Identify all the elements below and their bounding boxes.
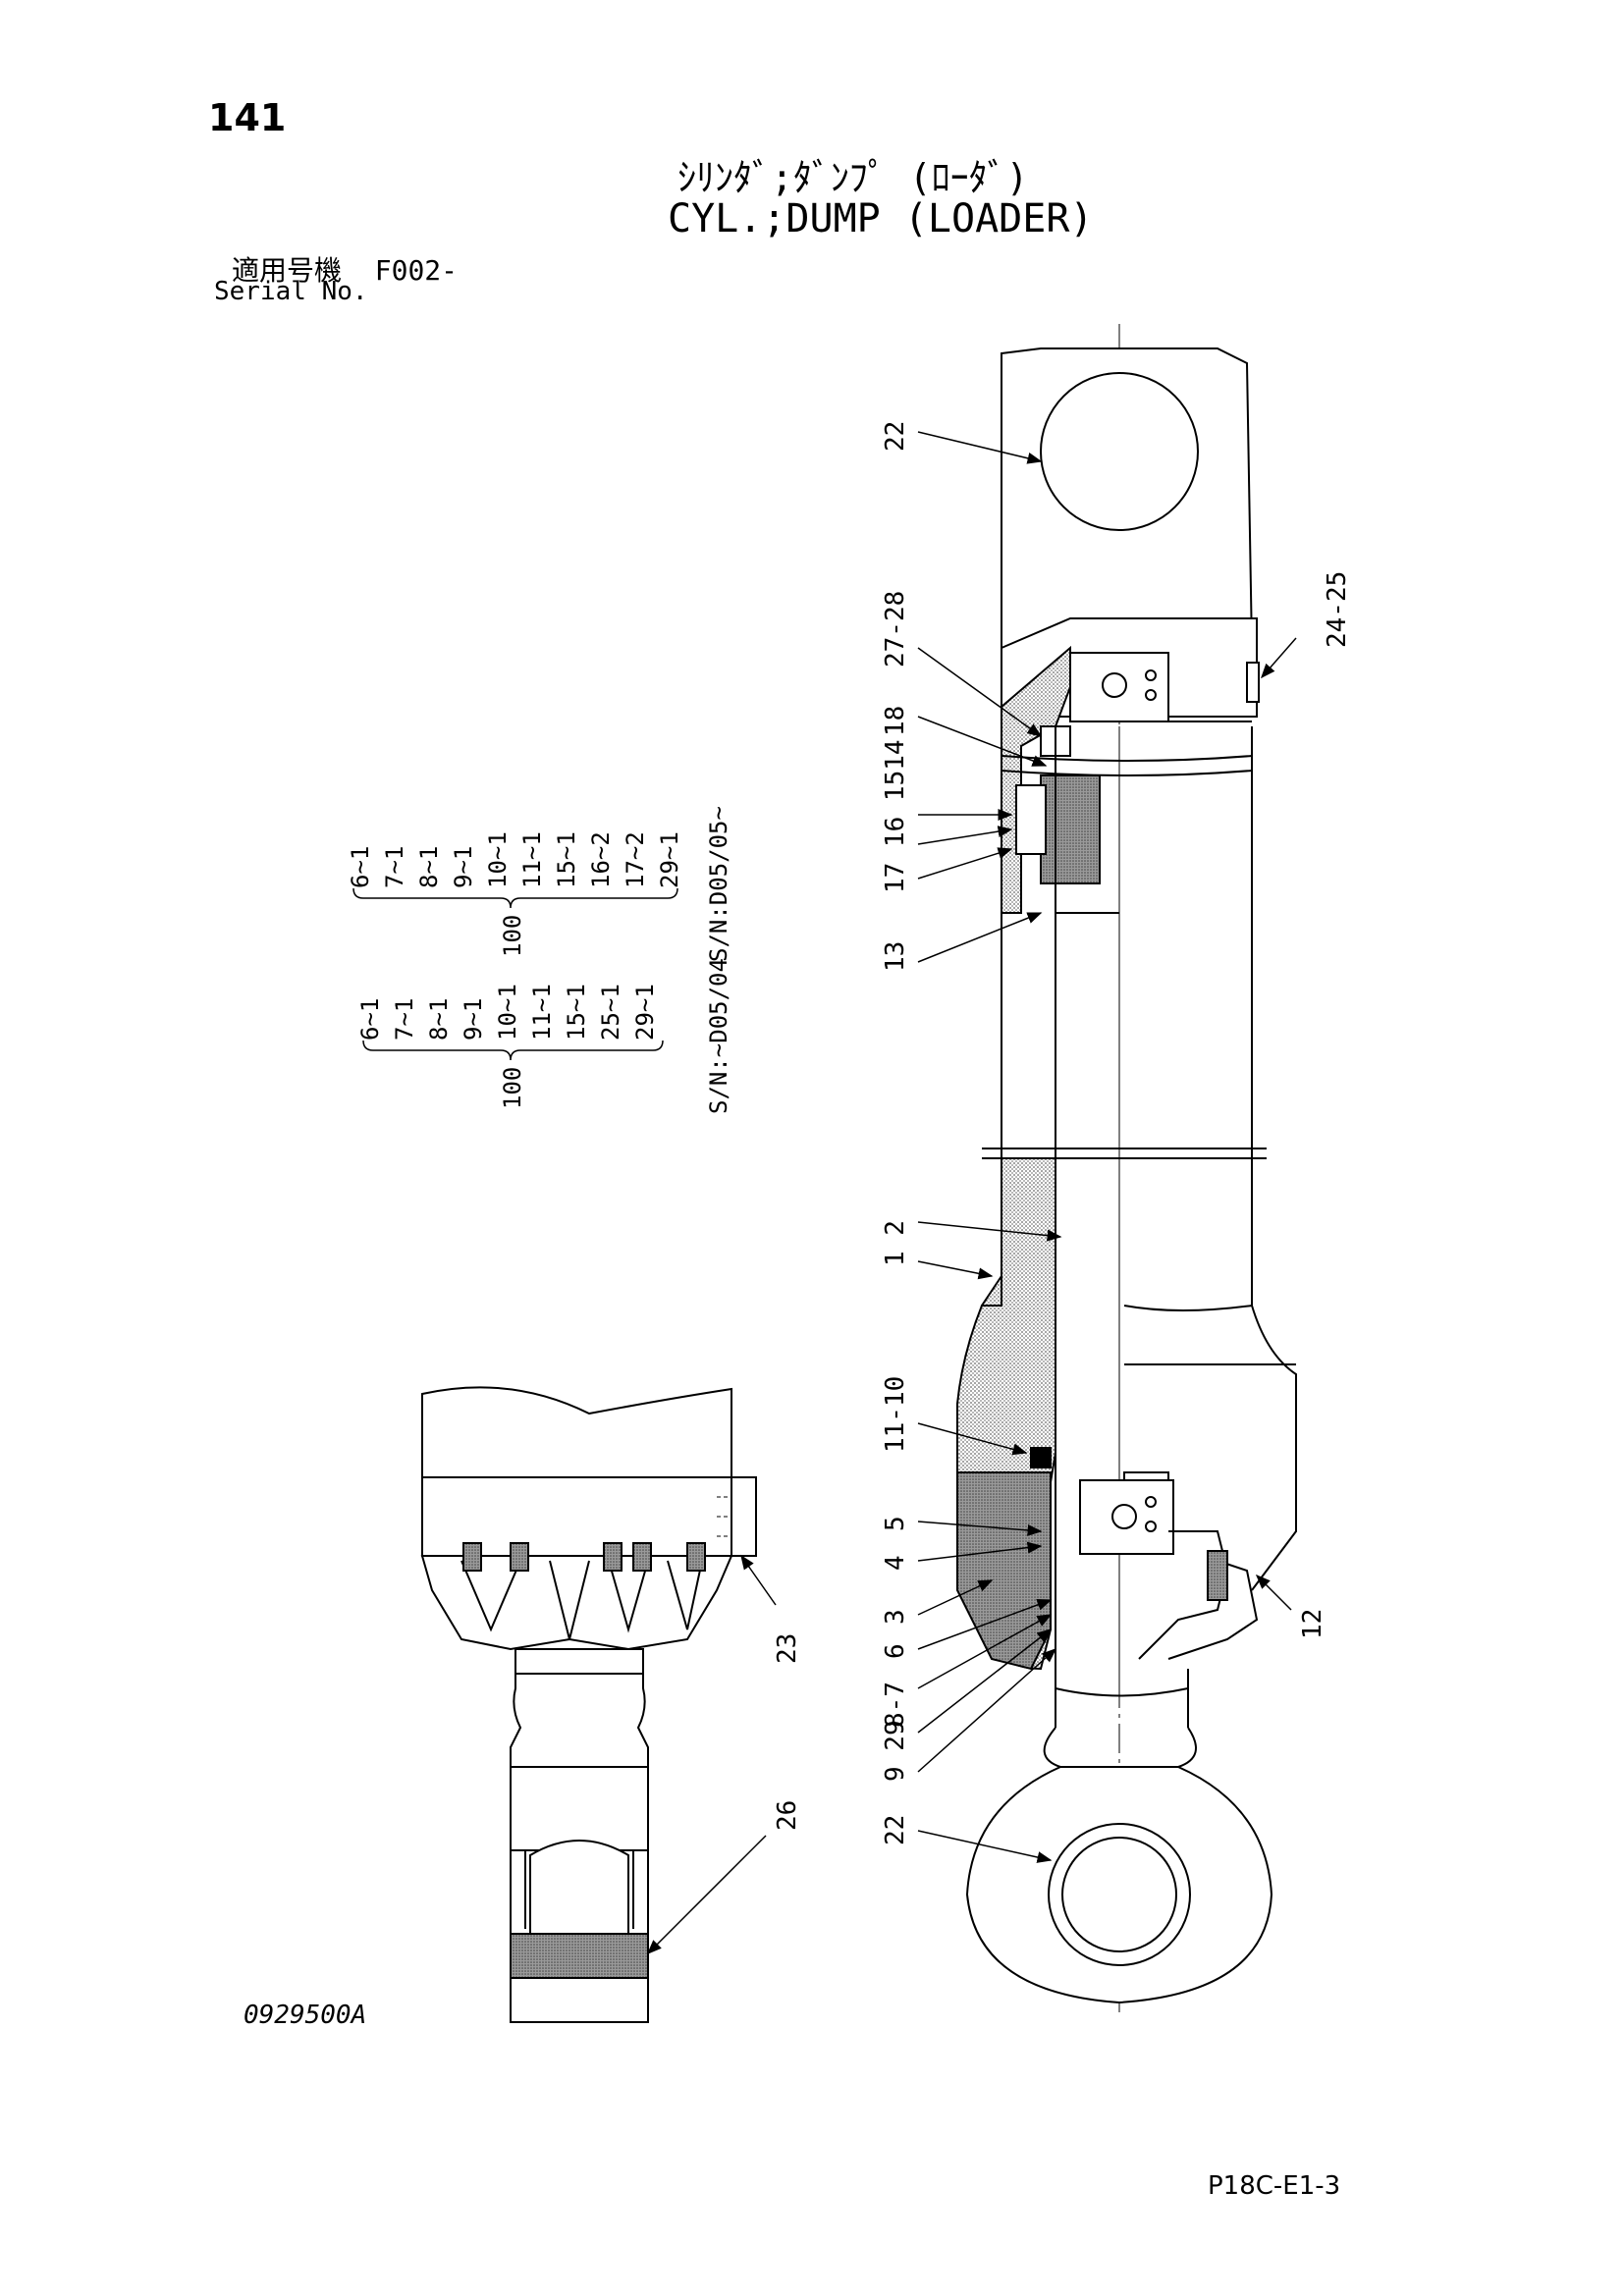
kit-item: 16~2 (587, 831, 615, 888)
callout-22-top: 22 (881, 421, 910, 452)
detail-view (420, 1386, 757, 2023)
kit-serial-range: S/N:~D05/04 (705, 958, 732, 1114)
kit-item: 7~1 (391, 998, 418, 1041)
callout-24-25: 24-25 (1323, 571, 1352, 648)
kit-list-new: 6~1 7~1 8~1 9~1 10~1 11~1 15~1 16~2 17~2… (347, 806, 732, 962)
kit-number: 100 (499, 915, 526, 957)
callout-5: 5 (881, 1516, 910, 1531)
kit-list-old: 6~1 7~1 8~1 9~1 10~1 11~1 15~1 25~1 29~1… (356, 958, 732, 1114)
kit-item: 15~1 (553, 831, 580, 888)
kit-item: 8~1 (415, 846, 443, 888)
serial-label-english: Serial No. (214, 277, 368, 306)
kit-number: 100 (499, 1067, 526, 1109)
callout-3: 3 (881, 1609, 910, 1625)
callout-23: 23 (773, 1633, 802, 1664)
kit-item: 7~1 (381, 846, 408, 888)
callout-12: 12 (1298, 1609, 1327, 1639)
kit-item: 9~1 (450, 846, 477, 888)
kit-item: 9~1 (460, 998, 487, 1041)
kit-item: 10~1 (494, 984, 521, 1041)
callout-27-28: 27-28 (881, 591, 910, 667)
callout-26: 26 (773, 1800, 802, 1831)
kit-item: 17~2 (622, 831, 649, 888)
kit-item: 11~1 (528, 984, 556, 1041)
serial-value: F002- (374, 254, 459, 287)
callout-labels: 22 24-25 27-28 18 17 16 1514 13 1 2 11-1… (773, 421, 1352, 1845)
kit-item: 29~1 (631, 984, 659, 1041)
callout-1-2: 1 2 (881, 1220, 910, 1266)
page-number: 141 (208, 96, 287, 139)
callout-11-10: 11-10 (881, 1376, 910, 1453)
serial-label-japanese: 適用号機 F002- (232, 249, 458, 289)
callout-22-bottom: 22 (881, 1815, 910, 1845)
kit-item: 8~1 (425, 998, 453, 1041)
callout-4: 4 (881, 1555, 910, 1571)
page-code: P18C-E1-3 (1208, 2171, 1341, 2201)
kit-item: 6~1 (347, 846, 374, 888)
callout-6: 6 (881, 1643, 910, 1659)
kit-item: 10~1 (484, 831, 512, 888)
callout-18: 18 (881, 706, 910, 736)
kit-item: 11~1 (518, 831, 546, 888)
kit-item: 29~1 (656, 831, 683, 888)
drawing-number: 0929500A (244, 2001, 367, 2030)
kit-serial-range: S/N:D05/05~ (705, 806, 732, 962)
callout-9-29: 9 29 (881, 1720, 910, 1782)
callout-17-16-15-14: 17 16 1514 (881, 739, 910, 893)
leader-lines (646, 431, 1297, 1955)
callout-13: 13 (881, 941, 910, 972)
callout-8-7: 8-7 (881, 1682, 910, 1728)
title-english: CYL.;DUMP (LOADER) (668, 196, 1094, 241)
kit-item: 6~1 (356, 998, 384, 1041)
serial-label-jp: 適用号機 (232, 254, 343, 287)
cylinder-main (956, 324, 1297, 2012)
kit-item: 15~1 (563, 984, 590, 1041)
kit-item: 25~1 (597, 984, 624, 1041)
title-japanese: ｼﾘﾝﾀﾞ;ﾀﾞﾝﾌﾟ (ﾛｰﾀﾞ) (677, 156, 1029, 199)
